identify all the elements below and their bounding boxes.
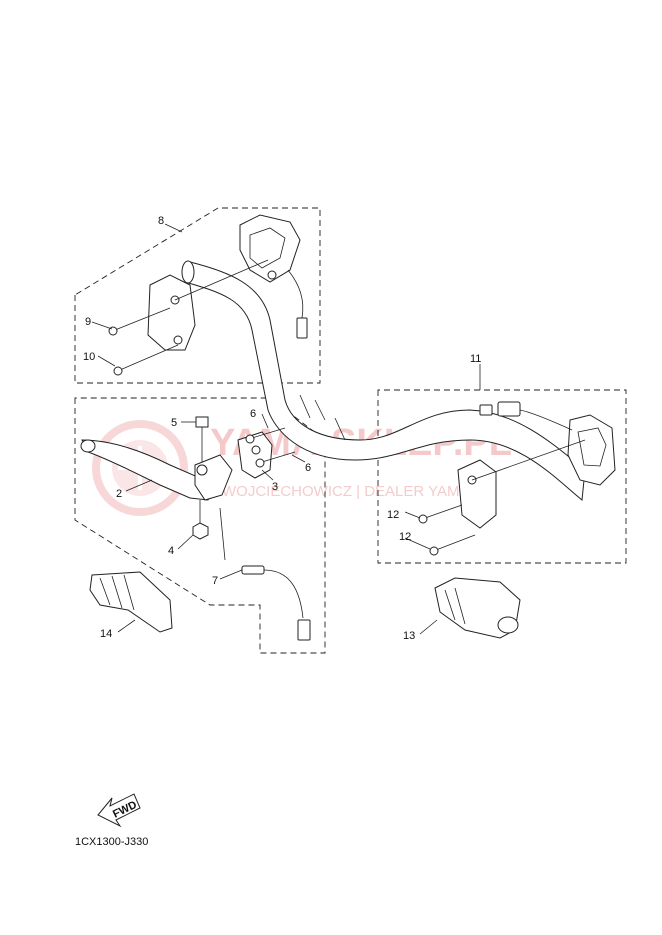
screw-12-lower <box>429 534 476 556</box>
watermark-sub: WOJCIECHOWICZ | DEALER YAMAHA <box>222 483 490 500</box>
screw-6-upper <box>245 427 286 444</box>
screw-12-upper <box>418 504 463 524</box>
left-switch-lower <box>147 259 269 351</box>
group-box-11 <box>377 389 627 564</box>
clutch-switch-7 <box>219 507 311 641</box>
clamp-3 <box>237 431 273 479</box>
callout-9: 9 <box>85 316 91 328</box>
callout-4: 4 <box>168 545 174 557</box>
right-switch-upper <box>479 401 616 486</box>
callout-3: 3 <box>272 481 278 493</box>
callout-6-upper: 6 <box>250 408 256 420</box>
leader-lines <box>91 223 481 635</box>
callout-14: 14 <box>100 628 112 640</box>
grip-13 <box>434 577 521 639</box>
nut-4 <box>192 500 209 540</box>
callout-6-lower: 6 <box>305 462 311 474</box>
callout-12-lower: 12 <box>399 531 411 543</box>
callout-13: 13 <box>403 630 415 642</box>
callout-7: 7 <box>212 575 218 587</box>
fwd-arrow-icon: FWD <box>97 793 141 828</box>
screw-10 <box>113 344 179 376</box>
callout-2: 2 <box>116 488 122 500</box>
callout-10: 10 <box>83 351 95 363</box>
screw-6-lower <box>255 451 296 468</box>
grip-14 <box>89 571 173 633</box>
fwd-label: FWD <box>111 799 139 821</box>
clutch-lever <box>80 439 233 501</box>
callout-5: 5 <box>171 417 177 429</box>
callout-12-upper: 12 <box>387 509 399 521</box>
callout-8: 8 <box>158 215 164 227</box>
right-switch-lower <box>457 439 586 529</box>
bolt-5 <box>195 416 209 462</box>
group-box-8 <box>74 207 321 384</box>
callout-11: 11 <box>470 353 481 365</box>
diagram-code: 1CX1300-J330 <box>75 836 148 848</box>
